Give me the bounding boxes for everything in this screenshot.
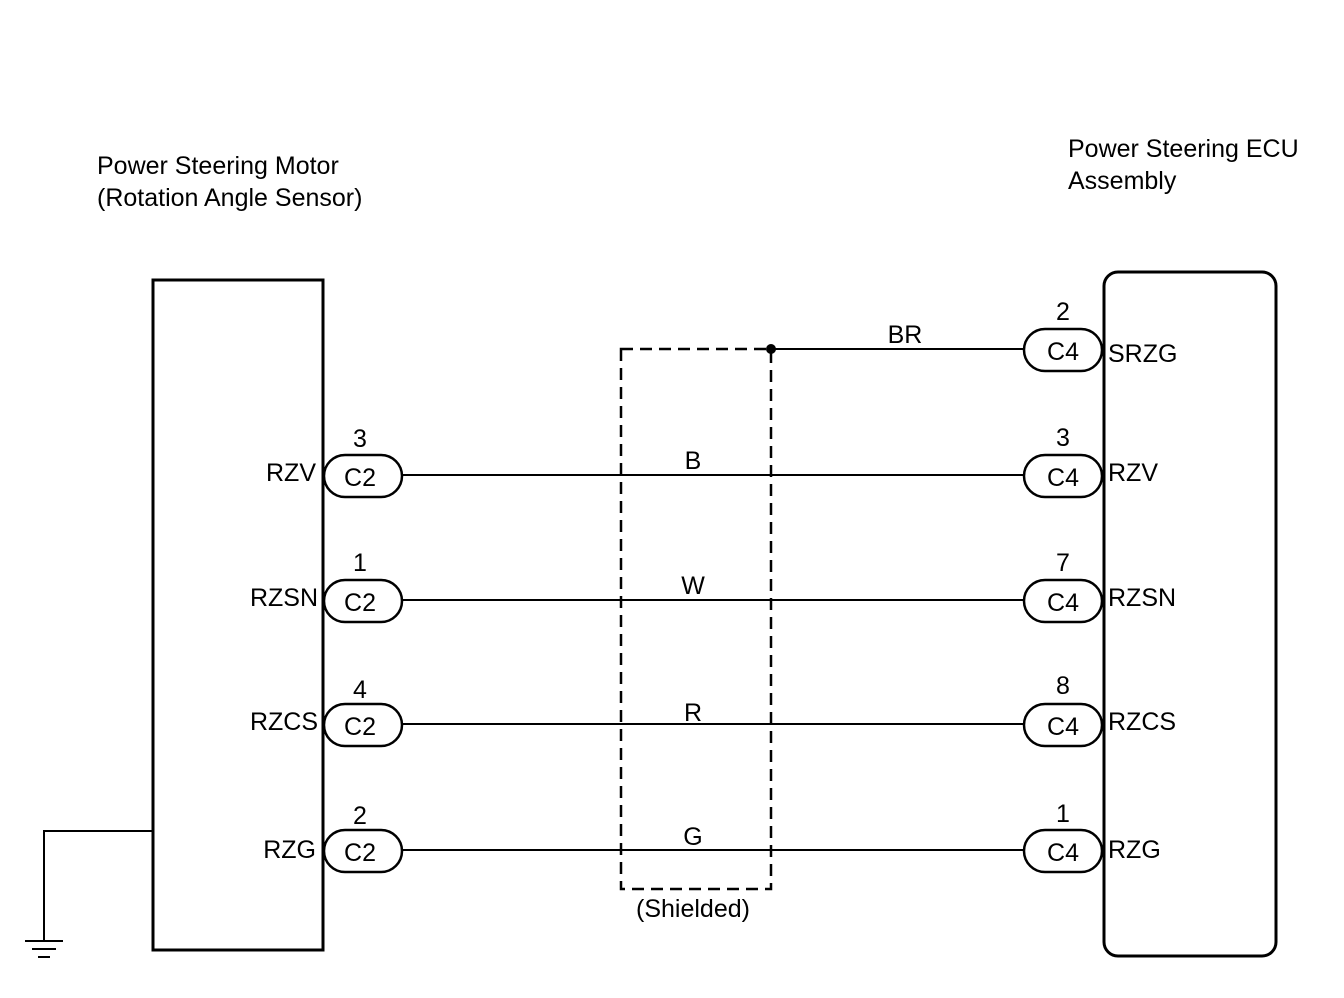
motor-component-box xyxy=(151,278,325,952)
ecu-component-box xyxy=(1102,270,1278,958)
left-component-title-line2: (Rotation Angle Sensor) xyxy=(97,184,362,212)
shield-drain-wire: BR C4 2 SRZG xyxy=(766,298,1177,373)
connector-c4-pin xyxy=(1022,828,1104,874)
wire-color-label: G xyxy=(683,823,702,851)
right-connector-label: C4 xyxy=(1047,464,1079,492)
left-pin-number: 2 xyxy=(353,802,367,830)
left-pin-number: 4 xyxy=(353,676,367,704)
left-connector-label: C2 xyxy=(344,713,376,741)
left-connector-label: C2 xyxy=(344,589,376,617)
left-connector-label: C2 xyxy=(344,464,376,492)
signal-wire-0: C2 3 RZV B C4 3 RZV xyxy=(266,424,1158,499)
shield-label: (Shielded) xyxy=(636,895,750,923)
signal-wire-3: C2 2 RZG G C4 1 RZG xyxy=(263,800,1161,874)
left-terminal-name: RZG xyxy=(263,836,316,864)
left-component-title-line1: Power Steering Motor xyxy=(97,152,339,180)
connector-c4-pin xyxy=(1022,327,1104,373)
connector-c2-pin xyxy=(322,453,404,499)
shield-outline xyxy=(619,347,773,891)
connector-c4-pin xyxy=(1022,578,1104,624)
right-terminal-name: RZCS xyxy=(1108,708,1176,736)
terminal-name: SRZG xyxy=(1108,340,1177,368)
ground-symbol xyxy=(25,830,153,958)
signal-wire-2: C2 4 RZCS R C4 8 RZCS xyxy=(250,672,1176,748)
left-terminal-name: RZSN xyxy=(250,584,318,612)
right-terminal-name: RZV xyxy=(1108,459,1158,487)
right-terminal-name: RZSN xyxy=(1108,584,1176,612)
wire-color-label: R xyxy=(684,699,702,727)
left-connector-label: C2 xyxy=(344,839,376,867)
wire-color-label: B xyxy=(685,447,702,475)
right-component-title-line2: Assembly xyxy=(1068,167,1177,195)
right-pin-number: 1 xyxy=(1056,800,1070,828)
connector-c4-pin xyxy=(1022,702,1104,748)
left-pin-number: 1 xyxy=(353,549,367,577)
left-terminal-name: RZV xyxy=(266,459,316,487)
right-terminal-name: RZG xyxy=(1108,836,1161,864)
right-connector-label: C4 xyxy=(1047,713,1079,741)
right-pin-number: 3 xyxy=(1056,424,1070,452)
pin-number: 2 xyxy=(1056,298,1070,326)
wire-color-label: W xyxy=(681,572,705,600)
right-connector-label: C4 xyxy=(1047,839,1079,867)
splice-point xyxy=(766,344,776,354)
right-pin-number: 8 xyxy=(1056,672,1070,700)
left-terminal-name: RZCS xyxy=(250,708,318,736)
connector-label: C4 xyxy=(1047,338,1079,366)
wire-color-label: BR xyxy=(888,321,923,349)
left-pin-number: 3 xyxy=(353,425,367,453)
right-pin-number: 7 xyxy=(1056,549,1070,577)
right-component-title-line1: Power Steering ECU xyxy=(1068,135,1299,163)
signal-wire-1: C2 1 RZSN W C4 7 RZSN xyxy=(250,549,1176,624)
connector-c4-pin xyxy=(1022,453,1104,499)
right-connector-label: C4 xyxy=(1047,589,1079,617)
connector-c2-pin xyxy=(322,828,404,874)
connector-c2-pin xyxy=(322,578,404,624)
connector-c2-pin xyxy=(322,702,404,748)
